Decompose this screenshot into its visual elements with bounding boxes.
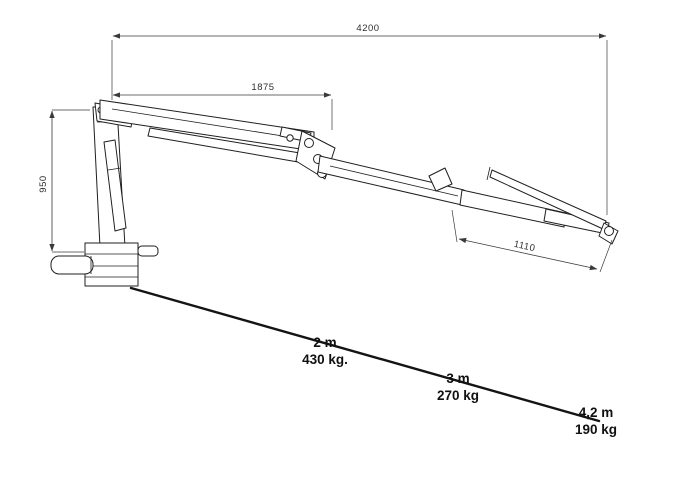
load-point-3m-capacity: 270 kg	[437, 388, 479, 403]
load-point-42m-distance: 4,2 m	[579, 405, 614, 420]
load-capacity-labels: 2 m 430 kg. 3 m 270 kg 4,2 m 190 kg	[302, 335, 617, 437]
load-point-3m-distance: 3 m	[446, 371, 469, 386]
lift-cylinder	[103, 139, 127, 232]
load-point-42m-capacity: 190 kg	[575, 422, 617, 437]
crane-boom-assembly	[94, 99, 619, 245]
boom-bracket	[428, 167, 453, 192]
reach-ground-line	[129, 286, 601, 423]
mounting-shaft	[50, 255, 94, 275]
cylinder-detail	[107, 167, 122, 171]
extension-dim-label: 1110	[513, 239, 537, 254]
extension-outer	[459, 189, 567, 228]
ext-line-1110-right	[599, 239, 613, 273]
load-point-2m-capacity: 430 kg.	[302, 352, 348, 367]
dim-line-1110	[458, 237, 598, 271]
knuckle-bolt-1	[304, 138, 314, 148]
ext-line-1110-left	[451, 209, 458, 243]
dimension-annotations: 4200 1875 950 1110	[38, 23, 613, 273]
slewing-base	[84, 242, 139, 287]
total-reach-dim-label: 4200	[356, 23, 379, 34]
crane-column-assembly	[50, 106, 159, 287]
knuckle-bolt-4	[286, 134, 294, 142]
column-height-dim-label: 950	[38, 175, 49, 192]
boom-1-inner-line	[111, 108, 309, 141]
load-point-2m-distance: 2 m	[313, 335, 336, 350]
base-stub	[137, 245, 159, 257]
first-boom-dim-label: 1875	[251, 82, 274, 93]
rod-end-tick	[486, 166, 491, 181]
tip-roller	[604, 226, 614, 236]
